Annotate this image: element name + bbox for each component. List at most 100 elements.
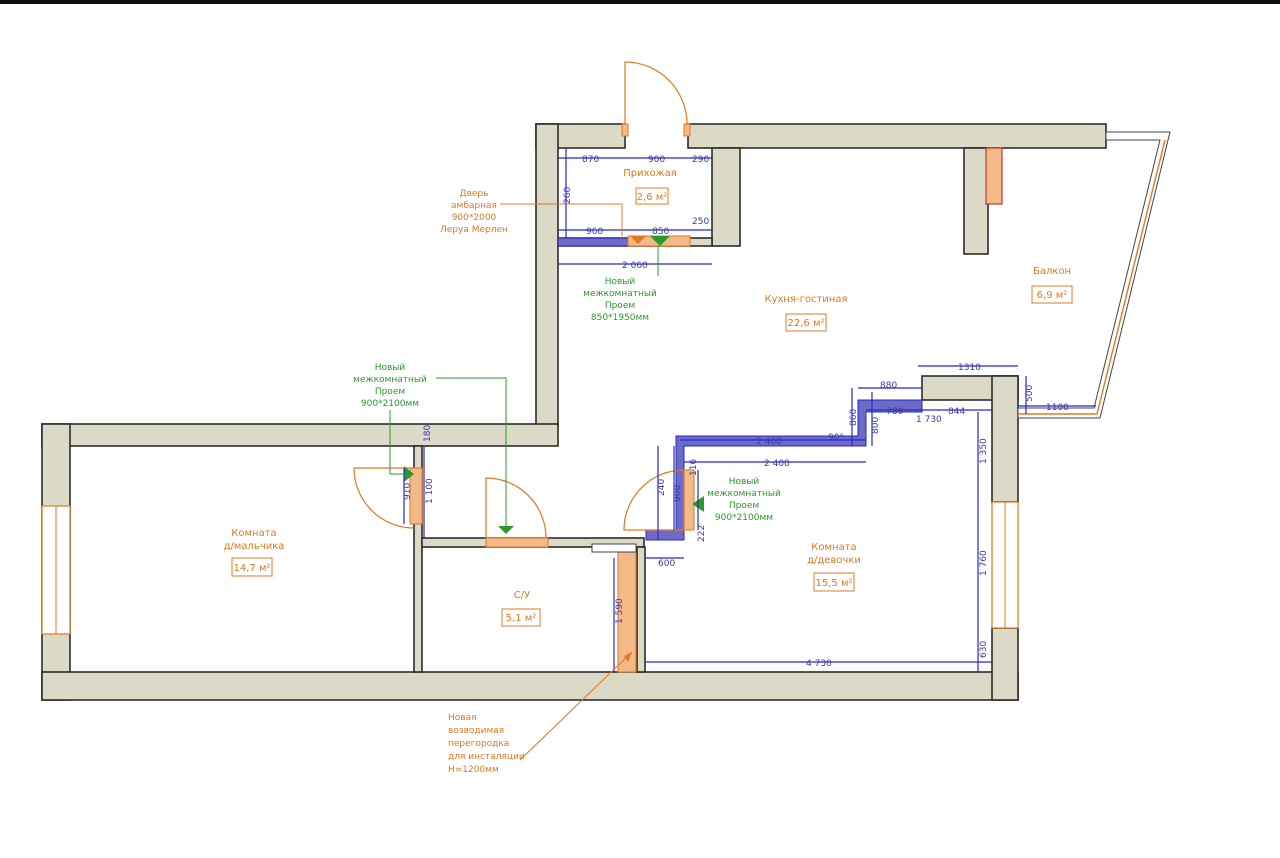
dim-780: 780 [886,407,903,417]
dim-860: 860 [849,409,859,426]
barn-door-note-1: Дверь [460,189,489,199]
dim-260: 260 [563,187,573,204]
boys-door-arrow [404,466,414,482]
opening-900-right-note-3: Проем [729,501,759,511]
boys-room-area-box [231,557,273,577]
dim-600: 600 [658,559,675,569]
dim-960: 960 [586,227,603,237]
balcony-area-box [1031,285,1073,304]
bath-door-arrow [498,526,514,534]
dim-1100v: 1 100 [425,478,435,504]
partition-note-5: H=1200мм [448,765,499,775]
dim-222: 222 [697,525,707,542]
wall-top-right [687,123,1107,149]
dim-1730: 1 730 [916,415,942,425]
bathroom-name: С/У [514,590,530,601]
hallway-name: Прихожая [623,168,677,179]
opening-850-note-4: 850*1950мм [591,313,649,323]
boys-room-area: 14,7 м² [234,563,271,574]
dim-800: 800 [871,417,881,434]
dim-1100: 1100 [1046,403,1069,413]
kitchen-name: Кухня-гостиная [765,294,848,305]
barn-door-arrow [630,236,646,244]
dim-2400-top: 2 400 [756,437,782,447]
dim-1760: 1 760 [979,550,989,576]
wall-hallway-left [535,123,559,427]
bathroom-area: 5,1 м² [506,613,537,624]
dim-116: 116 [689,459,699,476]
dim-880: 880 [880,381,897,391]
wall-boys-top [41,423,559,447]
opening-900-left-leader-b [436,377,507,526]
opening-850-note-1: Новый [605,277,636,287]
opening-850-arrow [650,236,670,246]
dim-1590: 1 590 [615,598,625,624]
partition-leader-arrow [624,652,632,662]
opening-850-note-3: Проем [605,301,635,311]
wall-bottom [41,671,1019,701]
opening-900-left-note-1: Новый [375,363,406,373]
dim-910: 910 [403,483,413,500]
opening-850-note-2: межкомнатный [583,289,657,299]
dim-240: 240 [657,479,667,496]
partition-note-1: Новая [448,713,477,723]
opening-900-right-note-2: межкомнатный [707,489,781,499]
dimension-labels: 870 900 290 960 850 250 2 060 260 1310 8… [403,155,1069,669]
top-border [0,0,1280,4]
dim-1310: 1310 [958,363,981,373]
girls-room-name-2: д/девочки [807,555,861,566]
dim-2060: 2 060 [622,261,648,271]
wall-hallway-pillar [711,147,741,247]
dim-4730: 4 730 [806,659,832,669]
girls-room-name-1: Комната [811,542,856,553]
girls-room-area-box [813,572,855,592]
wall-kitchen-column [963,147,989,255]
bath-door-swing [485,477,547,539]
windows [41,131,1171,635]
bath-shelf [591,543,637,553]
new-wall-hallway [557,237,629,247]
dim-630: 630 [979,641,989,658]
barn-door-note-4: Леруа Мерлен [440,225,508,235]
balcony-name: Балкон [1033,266,1071,277]
dim-290: 290 [692,155,709,165]
opening-900-right-note-4: 900*2100мм [715,513,773,523]
wall-girls-right-upper [991,375,1019,503]
barn-door-note-3: 900*2000 [452,213,497,223]
barn-door-note-2: амбарная [451,201,497,211]
kitchen-area: 22,6 м² [788,318,825,329]
room-labels: Прихожая 2,6 м² Кухня-гостиная 22,6 м² Б… [224,168,1073,627]
opening-900-left-note-3: Проем [375,387,405,397]
dim-2400-bottom: 2 400 [764,459,790,469]
entrance-jamb-right [683,123,691,137]
wall-girls-right-lower [991,627,1019,701]
partition-note-4: для инсталяции [448,752,525,762]
walls [41,123,1107,701]
girls-door-opening [683,469,695,531]
barn-door-leader [500,203,623,236]
entrance-door-swing [624,61,688,125]
girls-door-swing [623,469,685,531]
balcony-window-line [1096,139,1166,415]
dim-180: 180 [423,425,433,442]
dim-angle: 90° [828,433,844,443]
doors [353,61,704,673]
balcony-area: 6,9 м² [1037,290,1068,301]
dim-900v: 900 [673,485,683,502]
dimension-lines [403,148,1096,672]
kitchen-vent-shaft [985,147,1003,205]
bath-door-opening [485,537,549,548]
dim-1350: 1 350 [979,438,989,464]
dim-870: 870 [582,155,599,165]
dim-500: 500 [1025,385,1035,402]
girls-room-area: 15,5 м² [816,578,853,589]
opening-900-right-note-1: Новый [729,477,760,487]
dim-250: 250 [692,217,709,227]
entrance-jamb-left [621,123,629,137]
wall-bath-girls [636,546,646,673]
dim-844: 844 [948,407,965,417]
bathroom-area-box [501,608,541,627]
balcony-glazing [1017,131,1171,419]
partition-note-3: перегородка [448,739,509,749]
